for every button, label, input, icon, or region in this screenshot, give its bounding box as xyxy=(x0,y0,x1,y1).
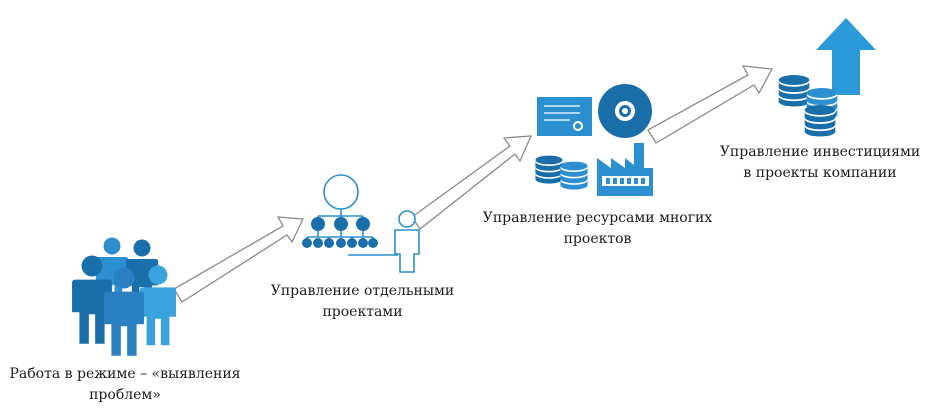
single-person-outline-icon xyxy=(348,210,420,273)
arrow-1-icon xyxy=(173,216,304,303)
people-group-icon xyxy=(72,237,177,356)
stage-1-label-line-1: Работа в режиме – «выявления xyxy=(9,366,241,382)
stage-2-label-line-2: проектами xyxy=(322,304,403,320)
coin-stacks-icon xyxy=(535,155,588,190)
stage-4-label-line-2: в проекты компании xyxy=(743,165,897,181)
org-chart-icon xyxy=(302,174,378,248)
stage-1-label: Работа в режиме – «выявления проблем» xyxy=(0,364,250,406)
stage-3-label-line-2: проектов xyxy=(563,231,632,247)
stage-2-label-line-1: Управление отдельными xyxy=(270,283,455,299)
stage-1-label-line-2: проблем» xyxy=(89,387,161,403)
arrow-2-icon xyxy=(411,135,533,230)
stage-4-label: Управление инвестициями в проекты компан… xyxy=(705,142,933,184)
arrow-3-icon xyxy=(647,65,774,144)
stage-4-label-line-1: Управление инвестициями xyxy=(719,144,921,160)
investment-growth-icon xyxy=(778,18,876,137)
certificate-icon xyxy=(537,97,592,136)
stage-3-label: Управление ресурсами многих проектов xyxy=(470,208,725,250)
factory-icon xyxy=(597,143,653,196)
stage-3-label-line-1: Управление ресурсами многих xyxy=(482,210,713,226)
stage-2-label: Управление отдельными проектами xyxy=(245,281,480,323)
disc-icon xyxy=(598,84,652,138)
